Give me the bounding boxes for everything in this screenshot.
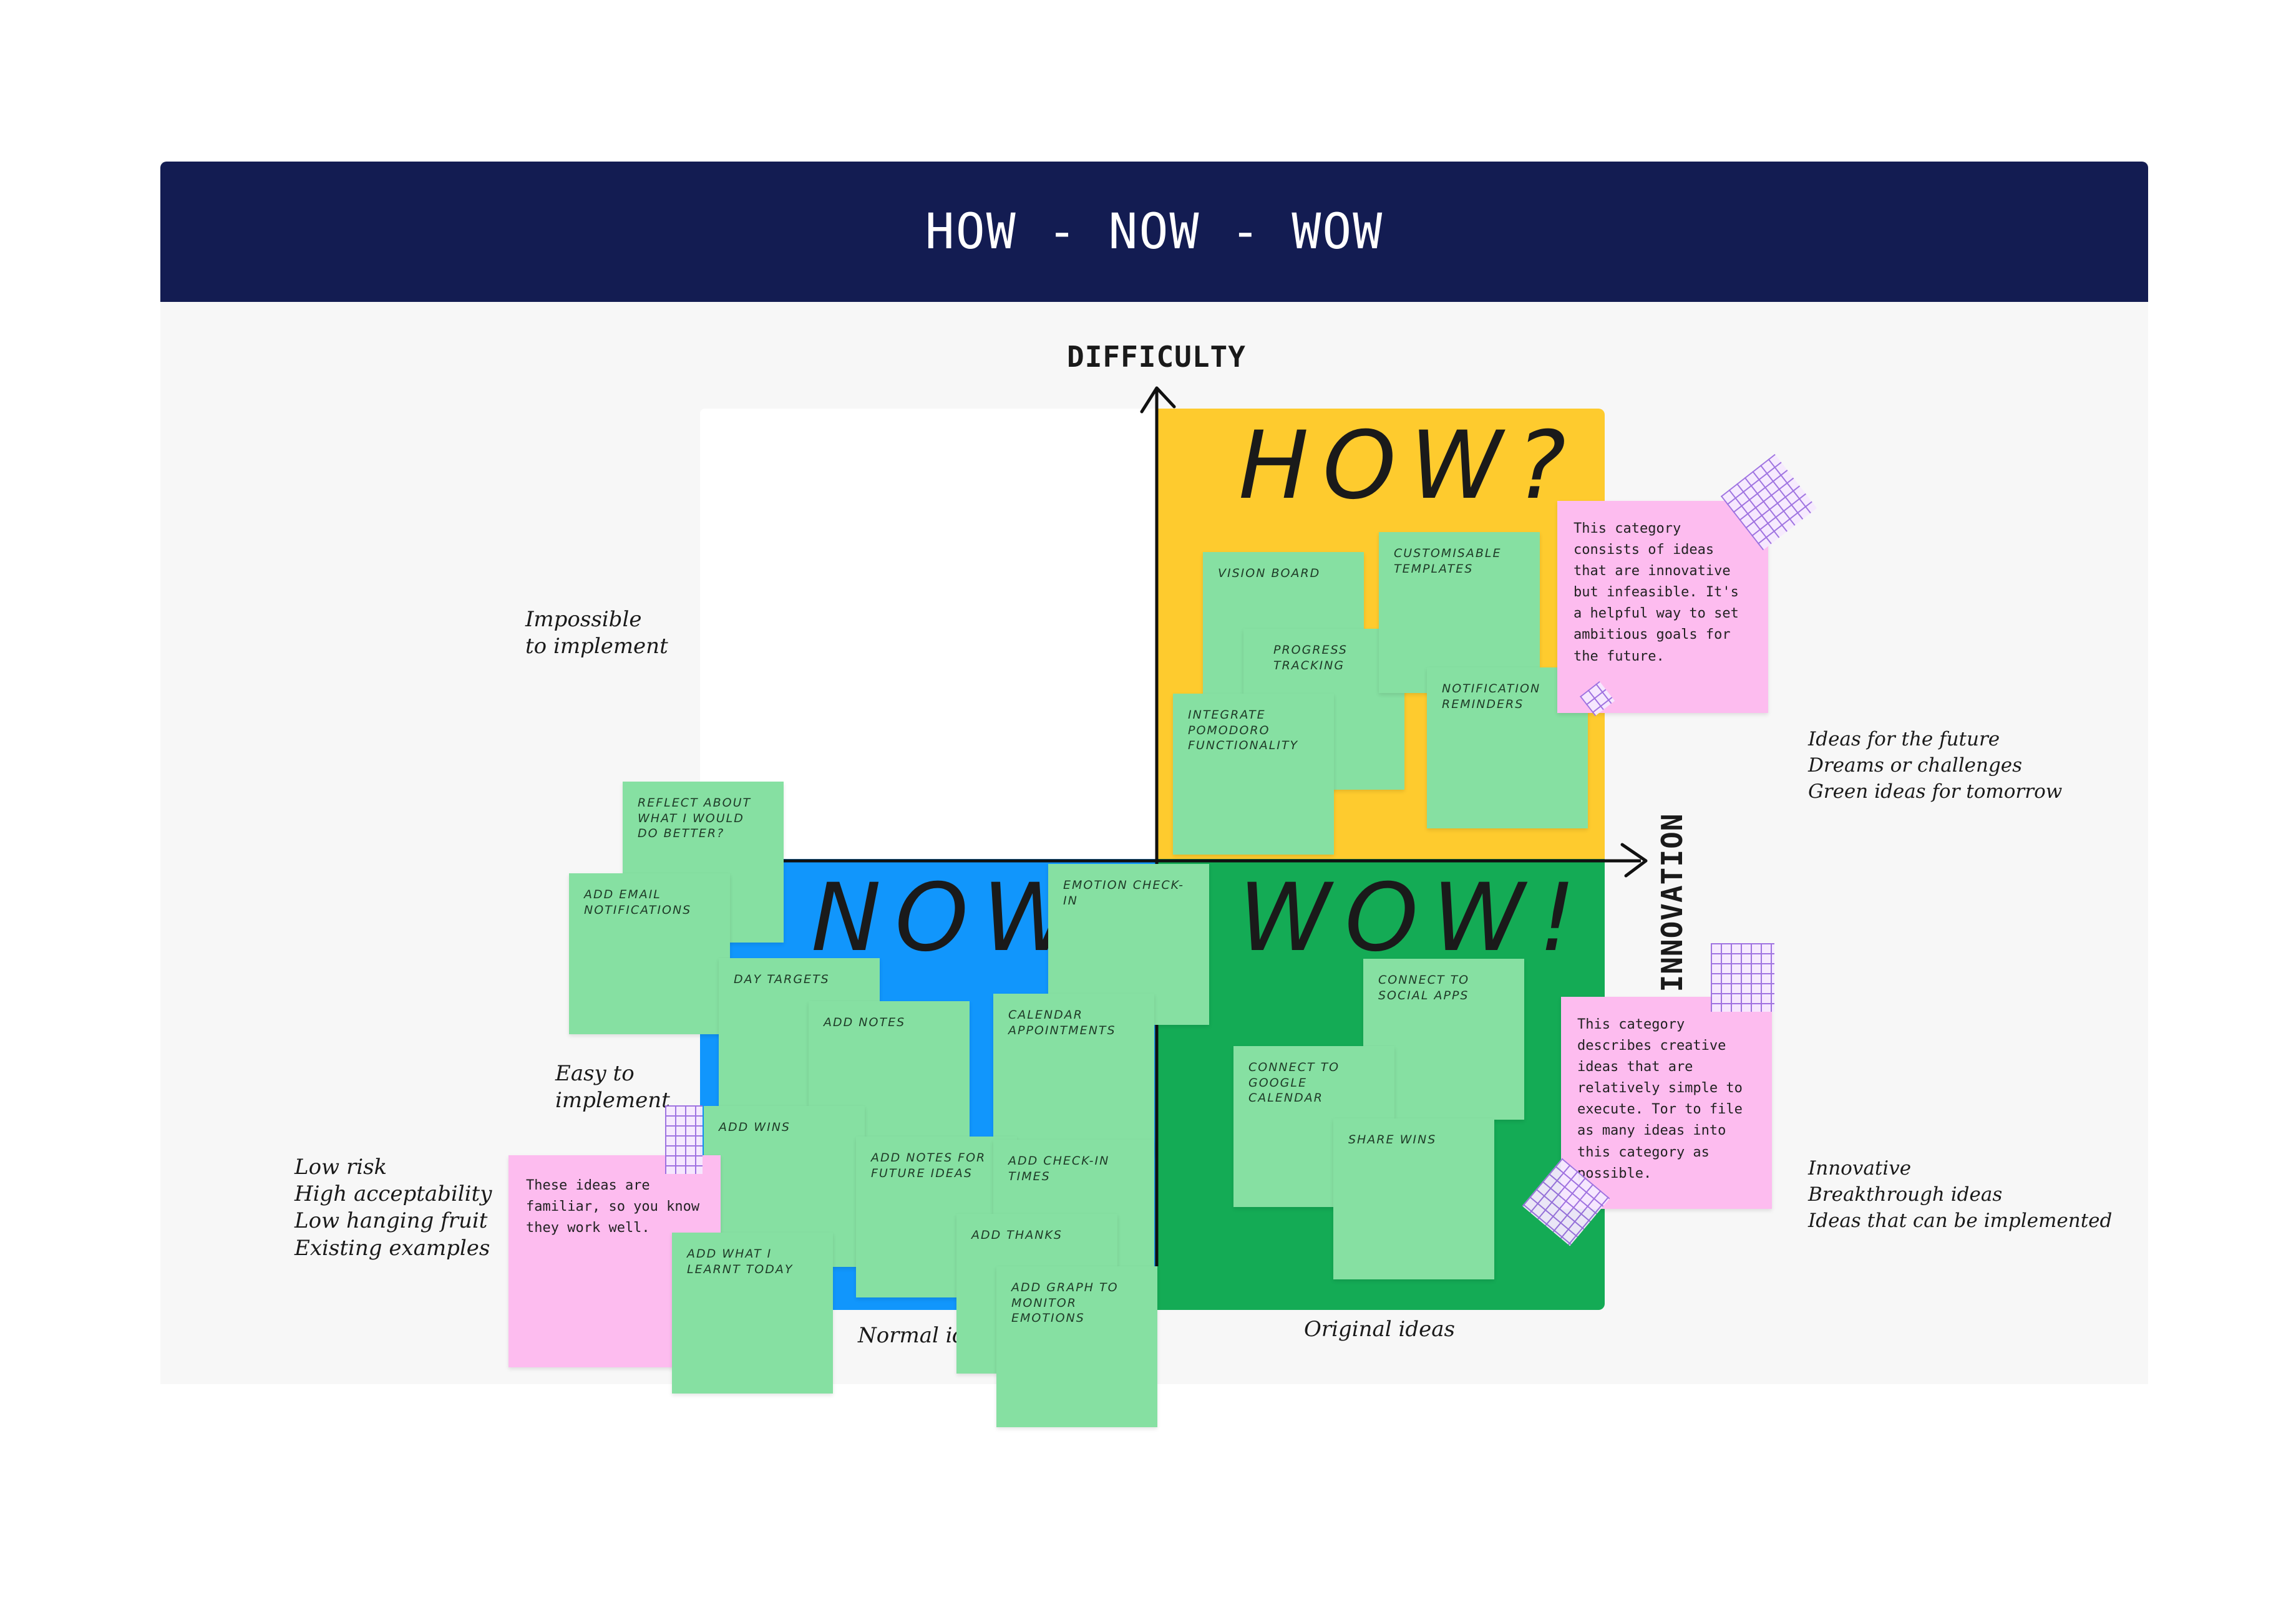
- sticky-notification-reminders[interactable]: Notification reminders: [1427, 667, 1588, 828]
- sticky-text: Add email notifications: [584, 888, 692, 917]
- sticky-share-wins[interactable]: Share wins: [1333, 1118, 1494, 1279]
- wow-label: WOW!: [1238, 864, 1590, 972]
- how-description-note: This category consists of ideas that are…: [1557, 501, 1768, 713]
- sticky-text: Add what I learnt today: [687, 1247, 794, 1276]
- sticky-text: Add graph to monitor emotions: [1011, 1281, 1119, 1326]
- right-bottom-notes: Innovative Breakthrough ideas Ideas that…: [1808, 1157, 2113, 1232]
- how-label: HOW?: [1238, 412, 1580, 520]
- sticky-text: Connect to social apps: [1378, 973, 1470, 1002]
- sticky-text: Customisable templates: [1394, 546, 1502, 576]
- sticky-text: Share wins: [1348, 1133, 1437, 1147]
- y-axis-label: DIFFICULTY: [1067, 340, 1246, 374]
- x-axis-arrowhead: [1620, 843, 1648, 878]
- header-banner: HOW - NOW - WOW: [160, 162, 2148, 302]
- wow-description-text: This category describes creative ideas t…: [1577, 1017, 1743, 1181]
- left-notes: Low risk High acceptability Low hanging …: [294, 1155, 492, 1261]
- tape-decoration: [665, 1105, 703, 1174]
- sticky-text: Integrate pomodoro functionality: [1188, 708, 1299, 753]
- how-description-text: This category consists of ideas that are…: [1574, 521, 1739, 664]
- sticky-customisable-templates[interactable]: Customisable templates: [1379, 532, 1540, 693]
- impossible-label: Impossible to implement: [525, 607, 668, 659]
- sticky-text: Progress tracking: [1273, 643, 1348, 672]
- sticky-graph-emotions[interactable]: Add graph to monitor emotions: [996, 1266, 1157, 1427]
- sticky-email-notifications[interactable]: Add email notifications: [569, 873, 730, 1034]
- sticky-calendar-appointments[interactable]: Calendar appointments: [993, 994, 1154, 1155]
- sticky-text: Add wins: [719, 1120, 790, 1134]
- sticky-text: Emotion check-in: [1063, 878, 1184, 908]
- page-title: HOW - NOW - WOW: [925, 203, 1384, 260]
- y-axis-arrowhead: [1140, 386, 1176, 414]
- sticky-what-i-learnt[interactable]: Add what I learnt today: [672, 1233, 833, 1394]
- sticky-text: Connect to Google Calendar: [1248, 1060, 1340, 1105]
- now-description-text: These ideas are familiar, so you know th…: [526, 1178, 700, 1236]
- wow-description-note: This category describes creative ideas t…: [1561, 997, 1772, 1209]
- original-ideas-label: Original ideas: [1304, 1317, 1455, 1342]
- tape-decoration: [1711, 943, 1774, 1012]
- sticky-text: Reflect about what I would do better?: [638, 796, 752, 841]
- sticky-text: Vision board: [1218, 566, 1321, 580]
- sticky-text: Add thanks: [971, 1228, 1063, 1242]
- sticky-text: Notification reminders: [1442, 682, 1541, 711]
- sticky-text: Add check-in times: [1008, 1154, 1110, 1183]
- now-label: NOW: [811, 864, 1089, 972]
- sticky-text: day targets: [734, 972, 830, 986]
- sticky-text: Calendar appointments: [1008, 1008, 1116, 1037]
- sticky-text: Add notes for future ideas: [871, 1151, 986, 1180]
- sticky-text: Add notes: [824, 1016, 906, 1029]
- sticky-integrate-pomodoro[interactable]: Integrate pomodoro functionality: [1173, 694, 1334, 855]
- easy-label: Easy to implement: [555, 1061, 670, 1113]
- x-axis-label: INNOVATION: [1655, 813, 1689, 992]
- right-top-notes: Ideas for the future Dreams or challenge…: [1808, 728, 2063, 803]
